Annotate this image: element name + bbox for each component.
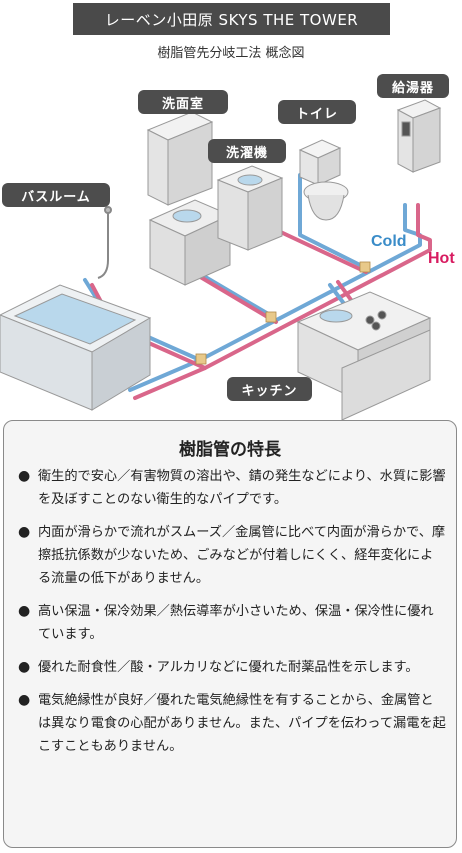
pipe-joint — [266, 312, 276, 322]
diagram-subtitle: 樹脂管先分岐工法 概念図 — [0, 42, 462, 61]
features-list: ●衛生的で安心／有害物質の溶出や、錆の発生などにより、水質に影響を及ぼすことのな… — [18, 465, 446, 768]
cold-label: Cold — [371, 233, 407, 251]
kitchen-counter — [298, 292, 430, 420]
shower — [98, 207, 111, 278]
features-panel: 樹脂管の特長 ●衛生的で安心／有害物質の溶出や、錆の発生などにより、水質に影響を… — [3, 420, 457, 848]
bullet-icon: ● — [18, 689, 30, 712]
feature-item: ●優れた耐食性／酸・アルカリなどに優れた耐薬品性を示します。 — [18, 656, 446, 679]
label-water-heater: 給湯器 — [377, 74, 449, 98]
hot-label: Hot — [428, 250, 455, 268]
bullet-icon: ● — [18, 600, 30, 623]
feature-item: ●電気絶縁性が良好／優れた電気絶縁性を有することから、金属管とは異なり電食の心配… — [18, 689, 446, 758]
label-washing-machine: 洗濯機 — [208, 139, 286, 163]
plumbing-diagram: 洗面室 トイレ 給湯器 洗濯機 バスルーム キッチン Cold Hot — [0, 60, 462, 420]
features-title: 樹脂管の特長 — [4, 435, 456, 460]
water-heater — [398, 100, 440, 172]
feature-item: ●衛生的で安心／有害物質の溶出や、錆の発生などにより、水質に影響を及ぼすことのな… — [18, 465, 446, 511]
bathtub — [0, 285, 150, 410]
hot-pipe-wash — [192, 272, 276, 322]
pipe-joint — [360, 262, 370, 272]
label-kitchen: キッチン — [227, 377, 312, 401]
page-title: レーベン小田原 SKYS THE TOWER — [73, 3, 390, 35]
pipe-joint — [196, 354, 206, 364]
toilet — [300, 140, 348, 220]
bullet-icon: ● — [18, 521, 30, 544]
feature-item: ●内面が滑らかで流れがスムーズ／金属管に比べて内面が滑らかで、摩擦抵抗係数が少な… — [18, 521, 446, 590]
bullet-icon: ● — [18, 656, 30, 679]
bullet-icon: ● — [18, 465, 30, 488]
label-bathroom: バスルーム — [2, 183, 110, 207]
label-toilet: トイレ — [278, 100, 356, 124]
label-washroom: 洗面室 — [138, 90, 228, 114]
feature-item: ●高い保温・保冷効果／熱伝導率が小さいため、保温・保冷性に優れています。 — [18, 600, 446, 646]
washing-machine — [218, 166, 282, 250]
